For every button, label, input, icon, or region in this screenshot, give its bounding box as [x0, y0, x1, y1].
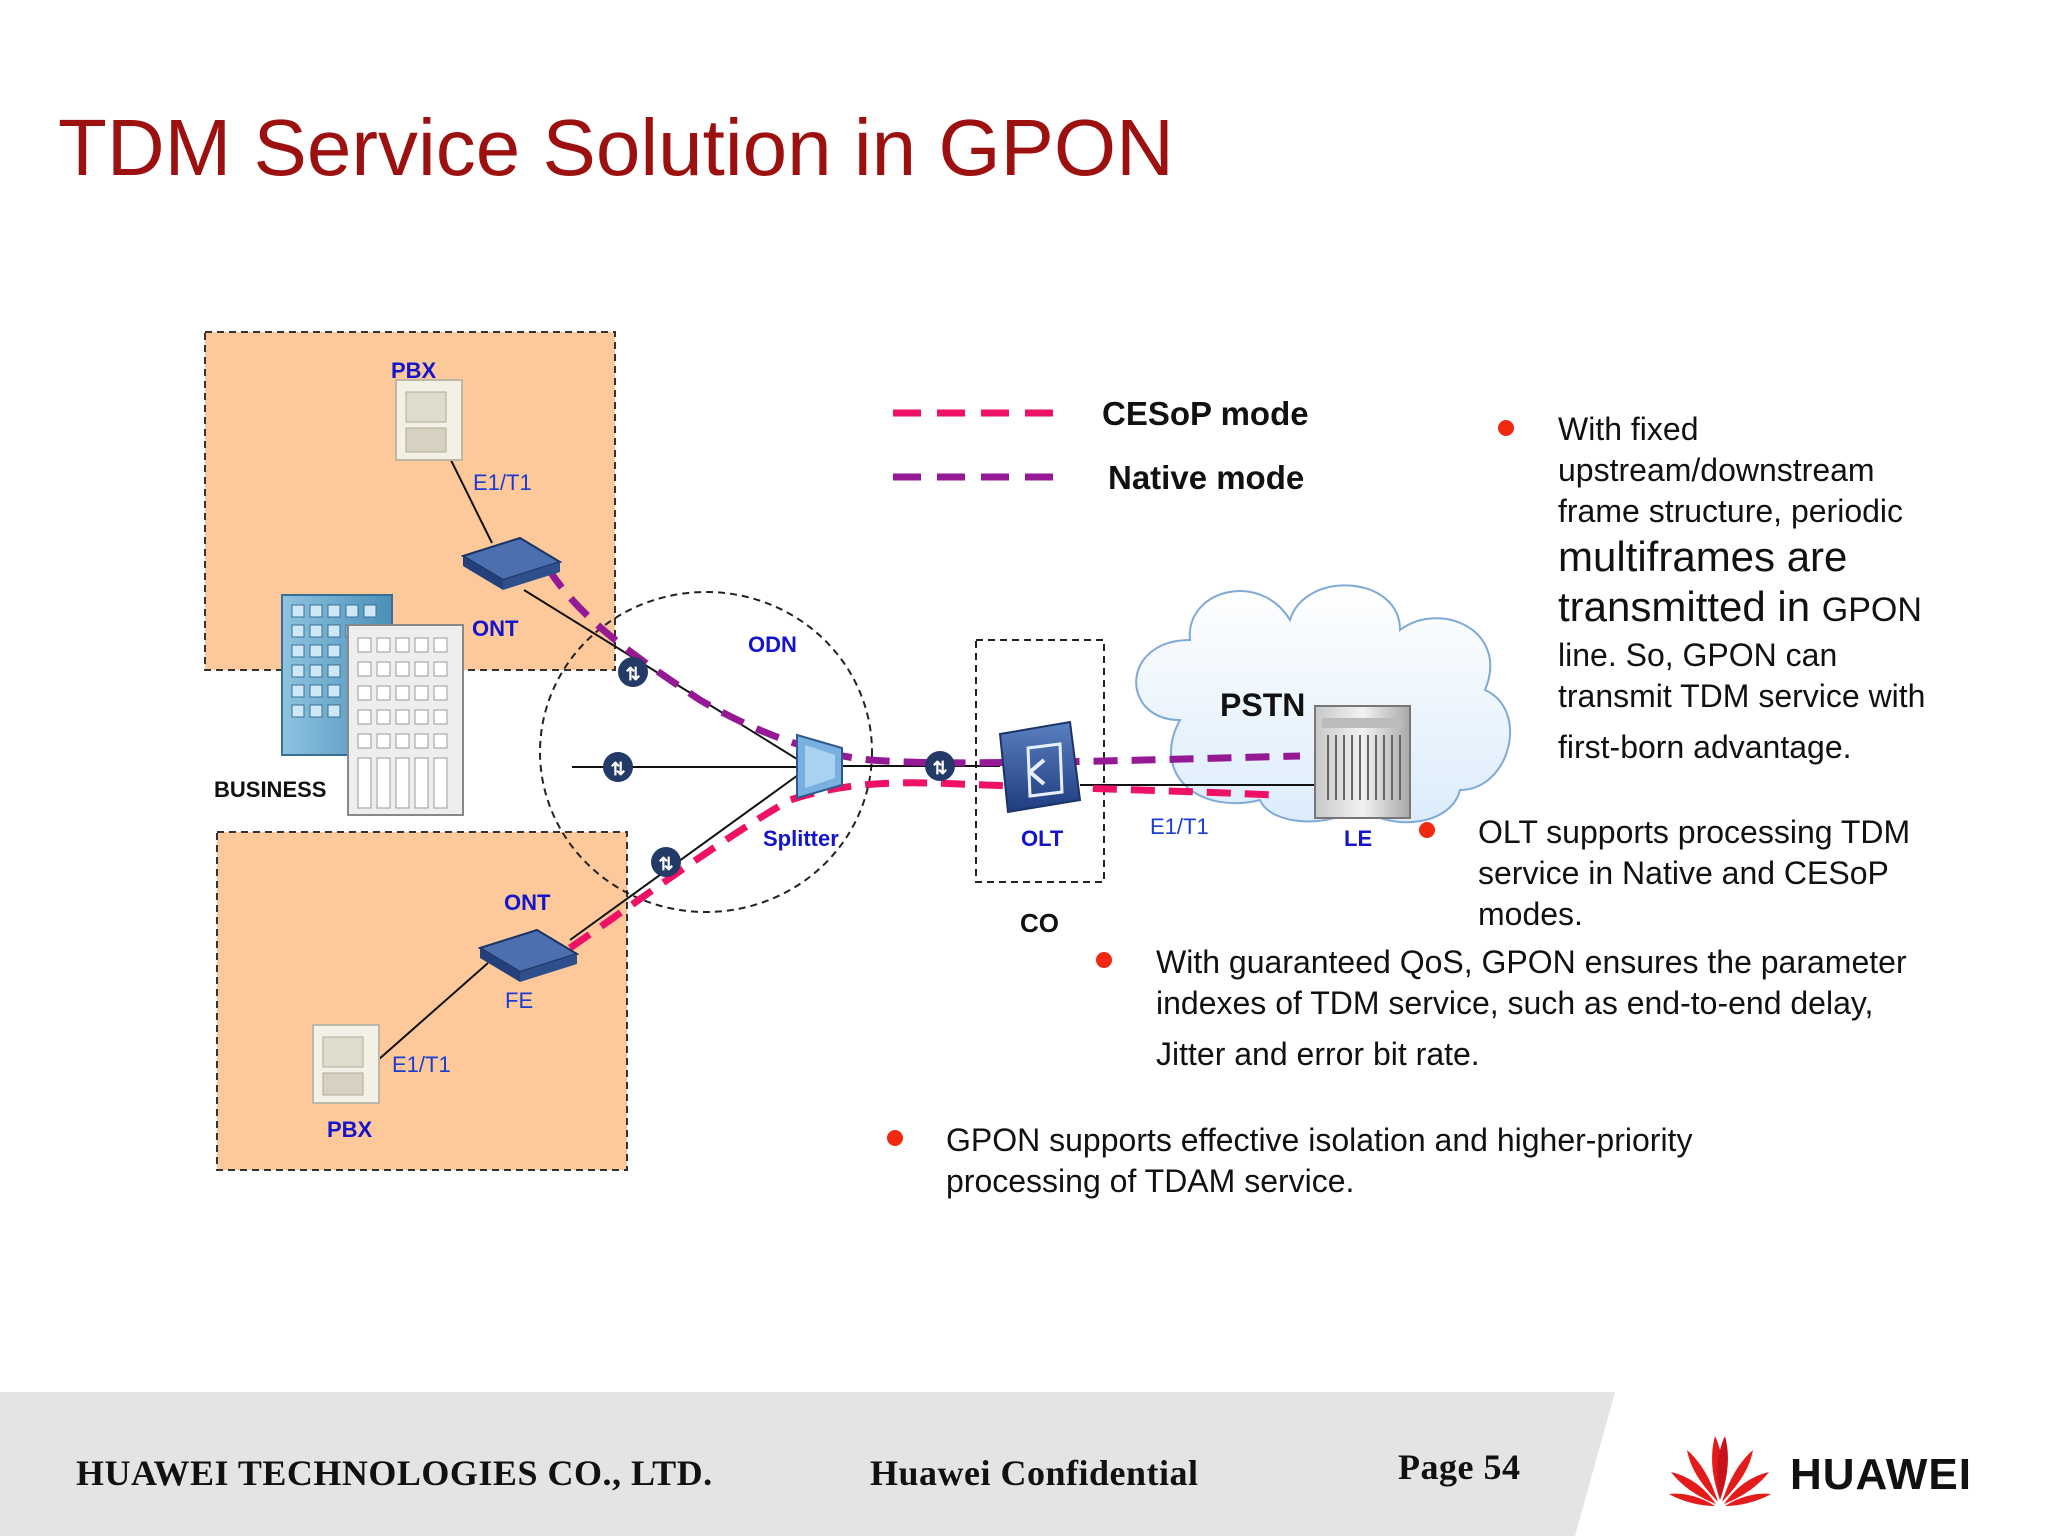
- bullet-fixed-frame: With fixed upstream/downstream frame str…: [1558, 409, 2028, 768]
- bullet-qos: With guaranteed QoS, GPON ensures the pa…: [1156, 942, 2026, 1075]
- svg-text:⇅: ⇅: [658, 854, 673, 874]
- bullet-line: multiframes are: [1558, 533, 1848, 580]
- bullet-dot: [887, 1130, 903, 1146]
- fiber-connector-icon: ⇅: [925, 751, 955, 781]
- co-boundary: [975, 639, 1105, 883]
- legend: CESoP mode Native mode: [893, 395, 1309, 496]
- label-olt: OLT: [1021, 826, 1064, 851]
- bullet-line: first-born advantage.: [1558, 729, 1852, 765]
- label-co: CO: [1020, 908, 1059, 938]
- bullet-line: Jitter and error bit rate.: [1156, 1036, 1480, 1072]
- olt-device-icon: [998, 720, 1082, 814]
- bullet-line: transmitted in GPON: [1558, 582, 2028, 635]
- legend-cesop-label: CESoP mode: [1102, 395, 1309, 432]
- business-building-icon: [281, 594, 464, 816]
- label-pbx-bottom: PBX: [327, 1117, 373, 1142]
- fiber-connector-icon: ⇅: [618, 657, 648, 687]
- footer-page-number: Page 54: [1398, 1447, 1521, 1487]
- bullet-line: indexes of TDM service, such as end-to-e…: [1156, 985, 1874, 1021]
- fiber-connector-icons: ⇅ ⇅ ⇅ ⇅: [603, 657, 955, 877]
- label-ont-top: ONT: [472, 616, 519, 641]
- odn-boundary: [539, 591, 873, 913]
- label-fe: FE: [505, 988, 533, 1013]
- fiber-connector-icon: ⇅: [603, 752, 633, 782]
- bullet-line: With fixed: [1558, 411, 1699, 447]
- label-odn: ODN: [748, 632, 797, 657]
- bullet-line: transmit TDM service with: [1558, 678, 1926, 714]
- huawei-logo-icon: [1669, 1436, 1771, 1506]
- cesop-mode-path: [568, 779, 1276, 951]
- label-le: LE: [1344, 826, 1372, 851]
- footer-company: HUAWEI TECHNOLOGIES CO., LTD.: [76, 1453, 713, 1493]
- ont-device-icon-top: [460, 536, 563, 590]
- label-e1t1-top: E1/T1: [473, 470, 532, 495]
- bullet-dot: [1096, 952, 1112, 968]
- slide-title: TDM Service Solution in GPON: [58, 103, 1174, 192]
- svg-text:⇅: ⇅: [625, 664, 640, 684]
- bullet-line: frame structure, periodic: [1558, 493, 1904, 529]
- legend-native-label: Native mode: [1108, 459, 1304, 496]
- label-pbx-top: PBX: [391, 358, 437, 383]
- bullet-line: line. So, GPON can: [1558, 637, 1838, 673]
- bullet-line: OLT supports processing TDM: [1478, 814, 1911, 850]
- svg-text:⇅: ⇅: [610, 759, 625, 779]
- label-ont-bottom: ONT: [504, 890, 551, 915]
- footer-brand-name: HUAWEI: [1790, 1450, 1972, 1499]
- label-pstn: PSTN: [1220, 687, 1305, 723]
- bullet-line: modes.: [1478, 896, 1583, 932]
- bullet-line: GPON supports effective isolation and hi…: [946, 1122, 1693, 1158]
- business-area-bottom: [216, 831, 628, 1171]
- bullet-line: service in Native and CESoP: [1478, 855, 1889, 891]
- bullet-olt-processing: OLT supports processing TDM service in N…: [1478, 812, 2018, 935]
- bullet-line: upstream/downstream: [1558, 452, 1875, 488]
- bullet-line-part: transmitted in: [1558, 583, 1822, 630]
- bullet-line: processing of TDAM service.: [946, 1163, 1355, 1199]
- pbx-device-icon-top: [395, 379, 463, 461]
- ont-device-icon-bottom: [477, 928, 580, 982]
- bullet-dot: [1498, 420, 1514, 436]
- le-device-icon: [1314, 705, 1411, 819]
- svg-text:⇅: ⇅: [932, 758, 947, 778]
- label-splitter: Splitter: [763, 826, 839, 851]
- label-e1t1-bottom: E1/T1: [392, 1052, 451, 1077]
- bullet-dot: [1419, 822, 1435, 838]
- bullet-isolation: GPON supports effective isolation and hi…: [946, 1120, 1846, 1202]
- footer-slant: [1575, 1392, 2048, 1536]
- splitter-icon: [796, 733, 843, 800]
- label-business: BUSINESS: [214, 777, 326, 802]
- label-e1t1-olt: E1/T1: [1150, 814, 1209, 839]
- pbx-device-icon-bottom: [312, 1024, 380, 1104]
- pstn-cloud: [1135, 584, 1511, 824]
- fiber-connector-icon: ⇅: [651, 847, 681, 877]
- footer-confidential: Huawei Confidential: [870, 1453, 1199, 1493]
- bullet-line-part: GPON: [1821, 591, 1922, 629]
- bullet-line: With guaranteed QoS, GPON ensures the pa…: [1156, 944, 1907, 980]
